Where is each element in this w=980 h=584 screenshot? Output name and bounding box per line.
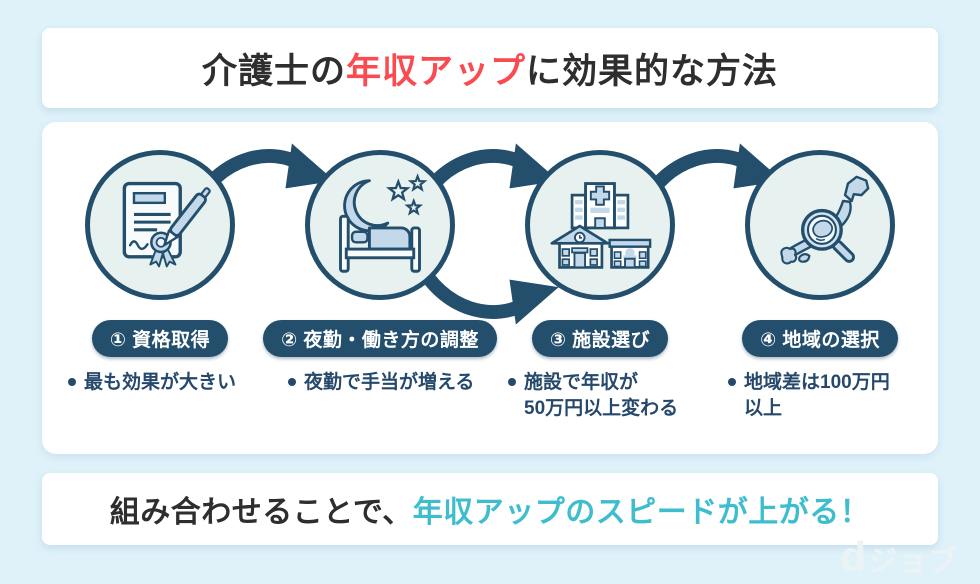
facility-buildings-icon: [550, 182, 652, 269]
bullet-dot: [68, 378, 76, 386]
step-2-circle: [305, 150, 455, 300]
step-1-bullet: 最も効果が大きい: [68, 370, 236, 396]
japan-map-magnifier-icon: [780, 175, 870, 265]
title-prefix: 介護士の: [201, 51, 346, 91]
page-title: 介護士の年収アップに効果的な方法: [202, 43, 778, 94]
title-highlight: 年収アップ: [345, 51, 526, 91]
step-4-bullet: 地域差は100万円以上: [728, 370, 890, 421]
title-banner: 介護士の年収アップに効果的な方法: [42, 28, 938, 108]
step-3-circle: [525, 150, 675, 300]
steps-row: ① 資格取得 最も効果が大きい: [42, 122, 938, 454]
step-1-circle: [85, 150, 235, 300]
footer-message: 組み合わせることで、年収アップのスピードが上がる！: [110, 487, 870, 531]
step-4-label-pill: ④ 地域の選択: [742, 320, 898, 357]
title-suffix: に効果的な方法: [526, 51, 779, 91]
bullet-dot: [288, 378, 296, 386]
footer-highlight: 年収アップのスピードが上がる！: [412, 496, 871, 529]
step-2: ② 夜勤・働き方の調整 夜勤で手当が増える: [263, 150, 497, 454]
step-4-circle: [745, 150, 895, 300]
logo-text: ジョブ: [867, 546, 958, 578]
step-1-label-pill: ① 資格取得: [91, 320, 229, 357]
step-2-bullet: 夜勤で手当が増える: [288, 370, 474, 396]
footer-prefix: 組み合わせることで、: [109, 496, 413, 529]
step-2-label-pill: ② 夜勤・働き方の調整: [263, 320, 497, 357]
moon-bed-icon: [339, 175, 426, 273]
bullet-dot: [728, 378, 736, 386]
footer-banner: 組み合わせることで、年収アップのスピードが上がる！: [42, 473, 938, 545]
certificate-pen-icon: [122, 181, 211, 268]
steps-card: ① 資格取得 最も効果が大きい: [42, 122, 938, 454]
step-4: ④ 地域の選択 地域差は100万円以上: [710, 150, 930, 454]
bullet-dot: [508, 378, 516, 386]
step-1: ① 資格取得 最も効果が大きい: [50, 150, 270, 454]
d-logo-mark: d: [840, 533, 867, 580]
step-3-label-pill: ③ 施設選び: [531, 320, 669, 357]
